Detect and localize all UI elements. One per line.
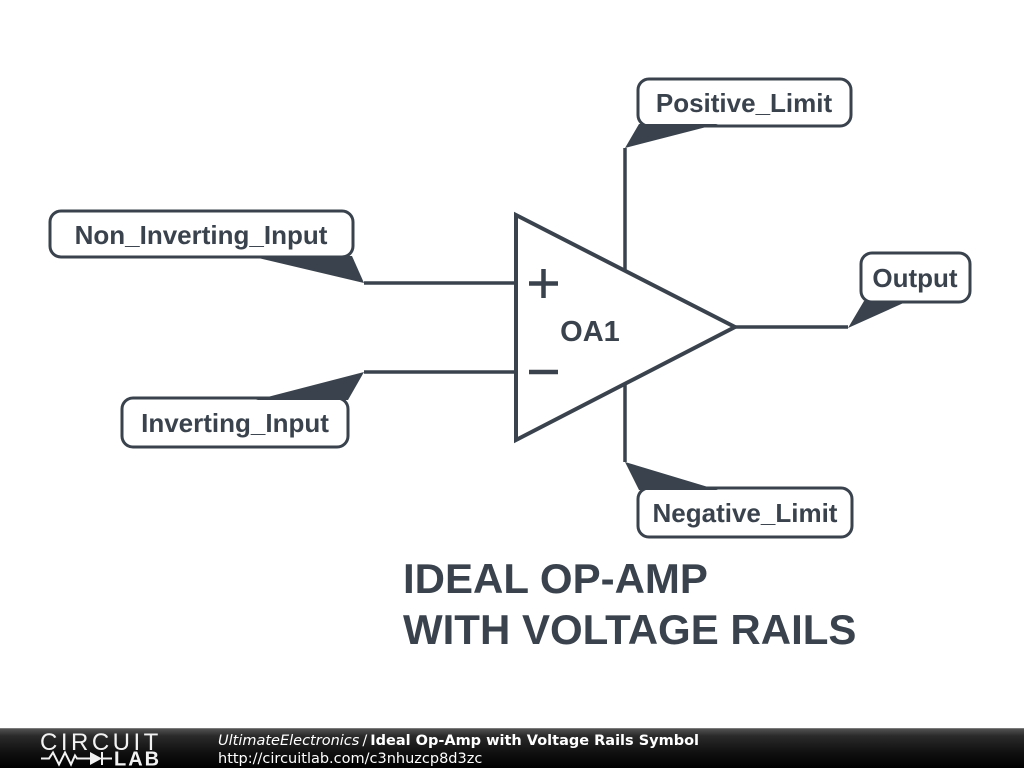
- caption-line-2: WITH VOLTAGE RAILS: [403, 606, 856, 653]
- net-label-pointer: [625, 124, 718, 148]
- net-label-negative-limit[interactable]: Negative_Limit: [625, 462, 854, 539]
- net-label-text: Positive_Limit: [656, 88, 833, 118]
- diode-icon: [90, 752, 102, 765]
- net-label-non-inverting-input[interactable]: Non_Inverting_Input: [48, 209, 364, 283]
- caption-line-1: IDEAL OP-AMP: [403, 555, 708, 602]
- footer-doc-title: Ideal Op-Amp with Voltage Rails Symbol: [370, 733, 700, 749]
- footer-url: http://circuitlab.com/c3nhuzcp8d3zc: [218, 751, 483, 767]
- footer-attribution: UltimateElectronics/Ideal Op-Amp with Vo…: [218, 732, 699, 750]
- net-label-text: Negative_Limit: [653, 498, 838, 528]
- net-label-box: [48, 209, 355, 259]
- net-label-inverting-input[interactable]: Inverting_Input: [120, 372, 364, 449]
- diode-bar-icon: [101, 752, 112, 765]
- opamp-designator: OA1: [560, 316, 620, 348]
- resistor-icon: [41, 750, 90, 767]
- logo-circuit-text: CIRCUIT: [40, 729, 162, 756]
- net-label-pointer: [256, 372, 364, 400]
- net-label-pointer: [250, 256, 364, 283]
- net-label-box: [636, 77, 853, 128]
- net-label-pointer: [625, 462, 718, 490]
- logo-lab-text: LAB: [114, 749, 161, 768]
- net-label-text: Output: [872, 263, 958, 293]
- net-label-text: Non_Inverting_Input: [75, 220, 328, 250]
- schematic-canvas: OA1 Positive_Limit Non_Inverting_Input I…: [48, 77, 972, 653]
- net-label-pointer: [848, 301, 908, 328]
- opamp-symbol[interactable]: OA1: [514, 211, 740, 444]
- footer-author: UltimateElectronics: [218, 733, 360, 749]
- footer-bar: CIRCUIT LAB UltimateElectronics/Ideal Op…: [0, 728, 1024, 768]
- circuitlab-logo: CIRCUIT LAB: [40, 728, 170, 768]
- net-label-box: [636, 486, 854, 539]
- footer-text-block: UltimateElectronics/Ideal Op-Amp with Vo…: [218, 732, 699, 768]
- plus-icon: [529, 269, 558, 298]
- net-label-positive-limit[interactable]: Positive_Limit: [625, 77, 853, 148]
- net-label-box: [120, 396, 350, 449]
- net-label-text: Inverting_Input: [141, 408, 329, 438]
- schematic-caption[interactable]: IDEAL OP-AMP WITH VOLTAGE RAILS: [403, 555, 856, 653]
- net-label-output[interactable]: Output: [848, 251, 972, 328]
- net-label-box: [859, 251, 972, 304]
- footer-separator: /: [362, 733, 368, 749]
